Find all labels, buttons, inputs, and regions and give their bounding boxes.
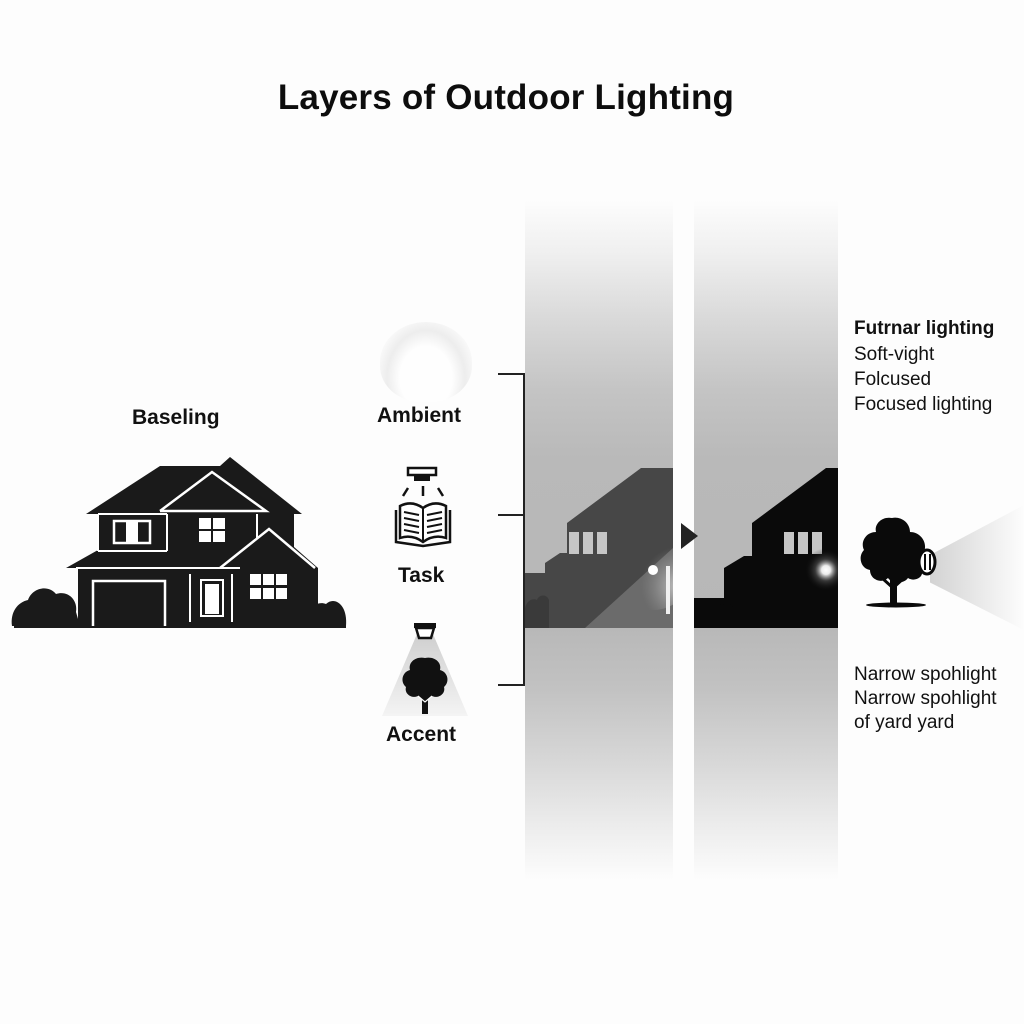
right-top-line-1: Soft-vight [854,344,935,365]
ceiling-light-book-icon [392,466,454,552]
right-top-line-2: Folcused [854,369,932,390]
bracket-tick-accent [498,684,525,686]
page-title: Layers of Outdoor Lighting [277,78,735,117]
bracket-line [523,373,525,686]
baseline-label: Baseling [132,406,220,429]
layer-label-accent: Accent [386,723,457,746]
tree-with-spotlight-icon [856,514,942,610]
house-with-wall-light-icon [694,448,838,628]
bracket-tick-ambient [498,373,525,375]
right-heading: Futrnar lighting [854,318,995,339]
bracket-tick-task [498,514,525,516]
house-with-lamp-post-icon [525,448,673,628]
right-top-line-3: Focused lighting [854,394,993,415]
spotlight-beam [930,505,1024,630]
layer-label-task: Task [398,564,445,587]
spotlight-tree-icon [380,622,470,718]
layer-label-ambient: Ambient [377,404,461,427]
ambient-glow-icon [380,322,472,402]
play-arrow-icon [681,523,698,549]
right-bottom-line-3: of yard yard [854,712,955,733]
house-silhouette-icon [10,452,350,632]
right-bottom-line-1: Narrow spohlight [854,664,997,685]
right-bottom-line-2: Narrow spohlight [854,688,997,709]
